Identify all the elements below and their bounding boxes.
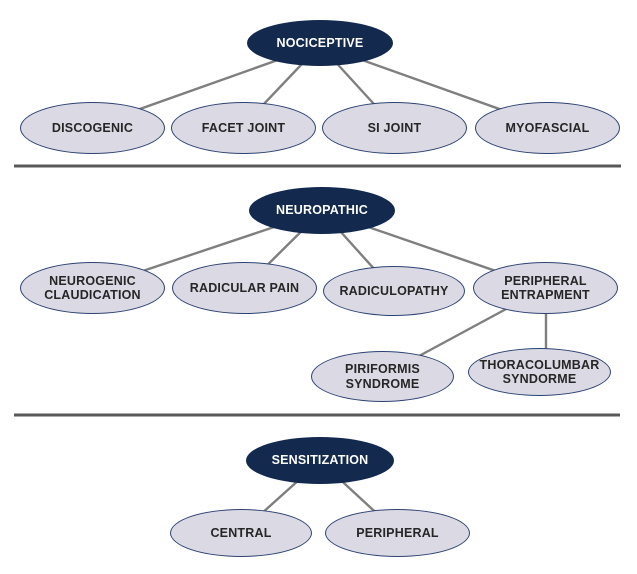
node-peripheral-entrapment: PERIPHERAL ENTRAPMENT	[473, 262, 618, 314]
node-si-joint: SI JOINT	[322, 102, 467, 154]
node-central: CENTRAL	[170, 509, 312, 557]
node-nociceptive: NOCICEPTIVE	[247, 20, 393, 66]
node-peripheral: PERIPHERAL	[325, 509, 470, 557]
node-myofascial: MYOFASCIAL	[475, 102, 620, 154]
node-neuropathic: NEUROPATHIC	[249, 187, 395, 234]
node-thoracolumbar-syndorme: THORACOLUMBAR SYNDORME	[468, 348, 611, 396]
node-piriformis-syndrome: PIRIFORMIS SYNDROME	[311, 351, 454, 402]
node-neurogenic-claudication: NEUROGENIC CLAUDICATION	[20, 262, 165, 314]
node-discogenic: DISCOGENIC	[20, 102, 165, 154]
node-sensitization: SENSITIZATION	[246, 437, 394, 484]
node-radiculopathy: RADICULOPATHY	[323, 266, 465, 316]
node-facet-joint: FACET JOINT	[171, 102, 316, 154]
node-radicular-pain: RADICULAR PAIN	[172, 262, 317, 314]
